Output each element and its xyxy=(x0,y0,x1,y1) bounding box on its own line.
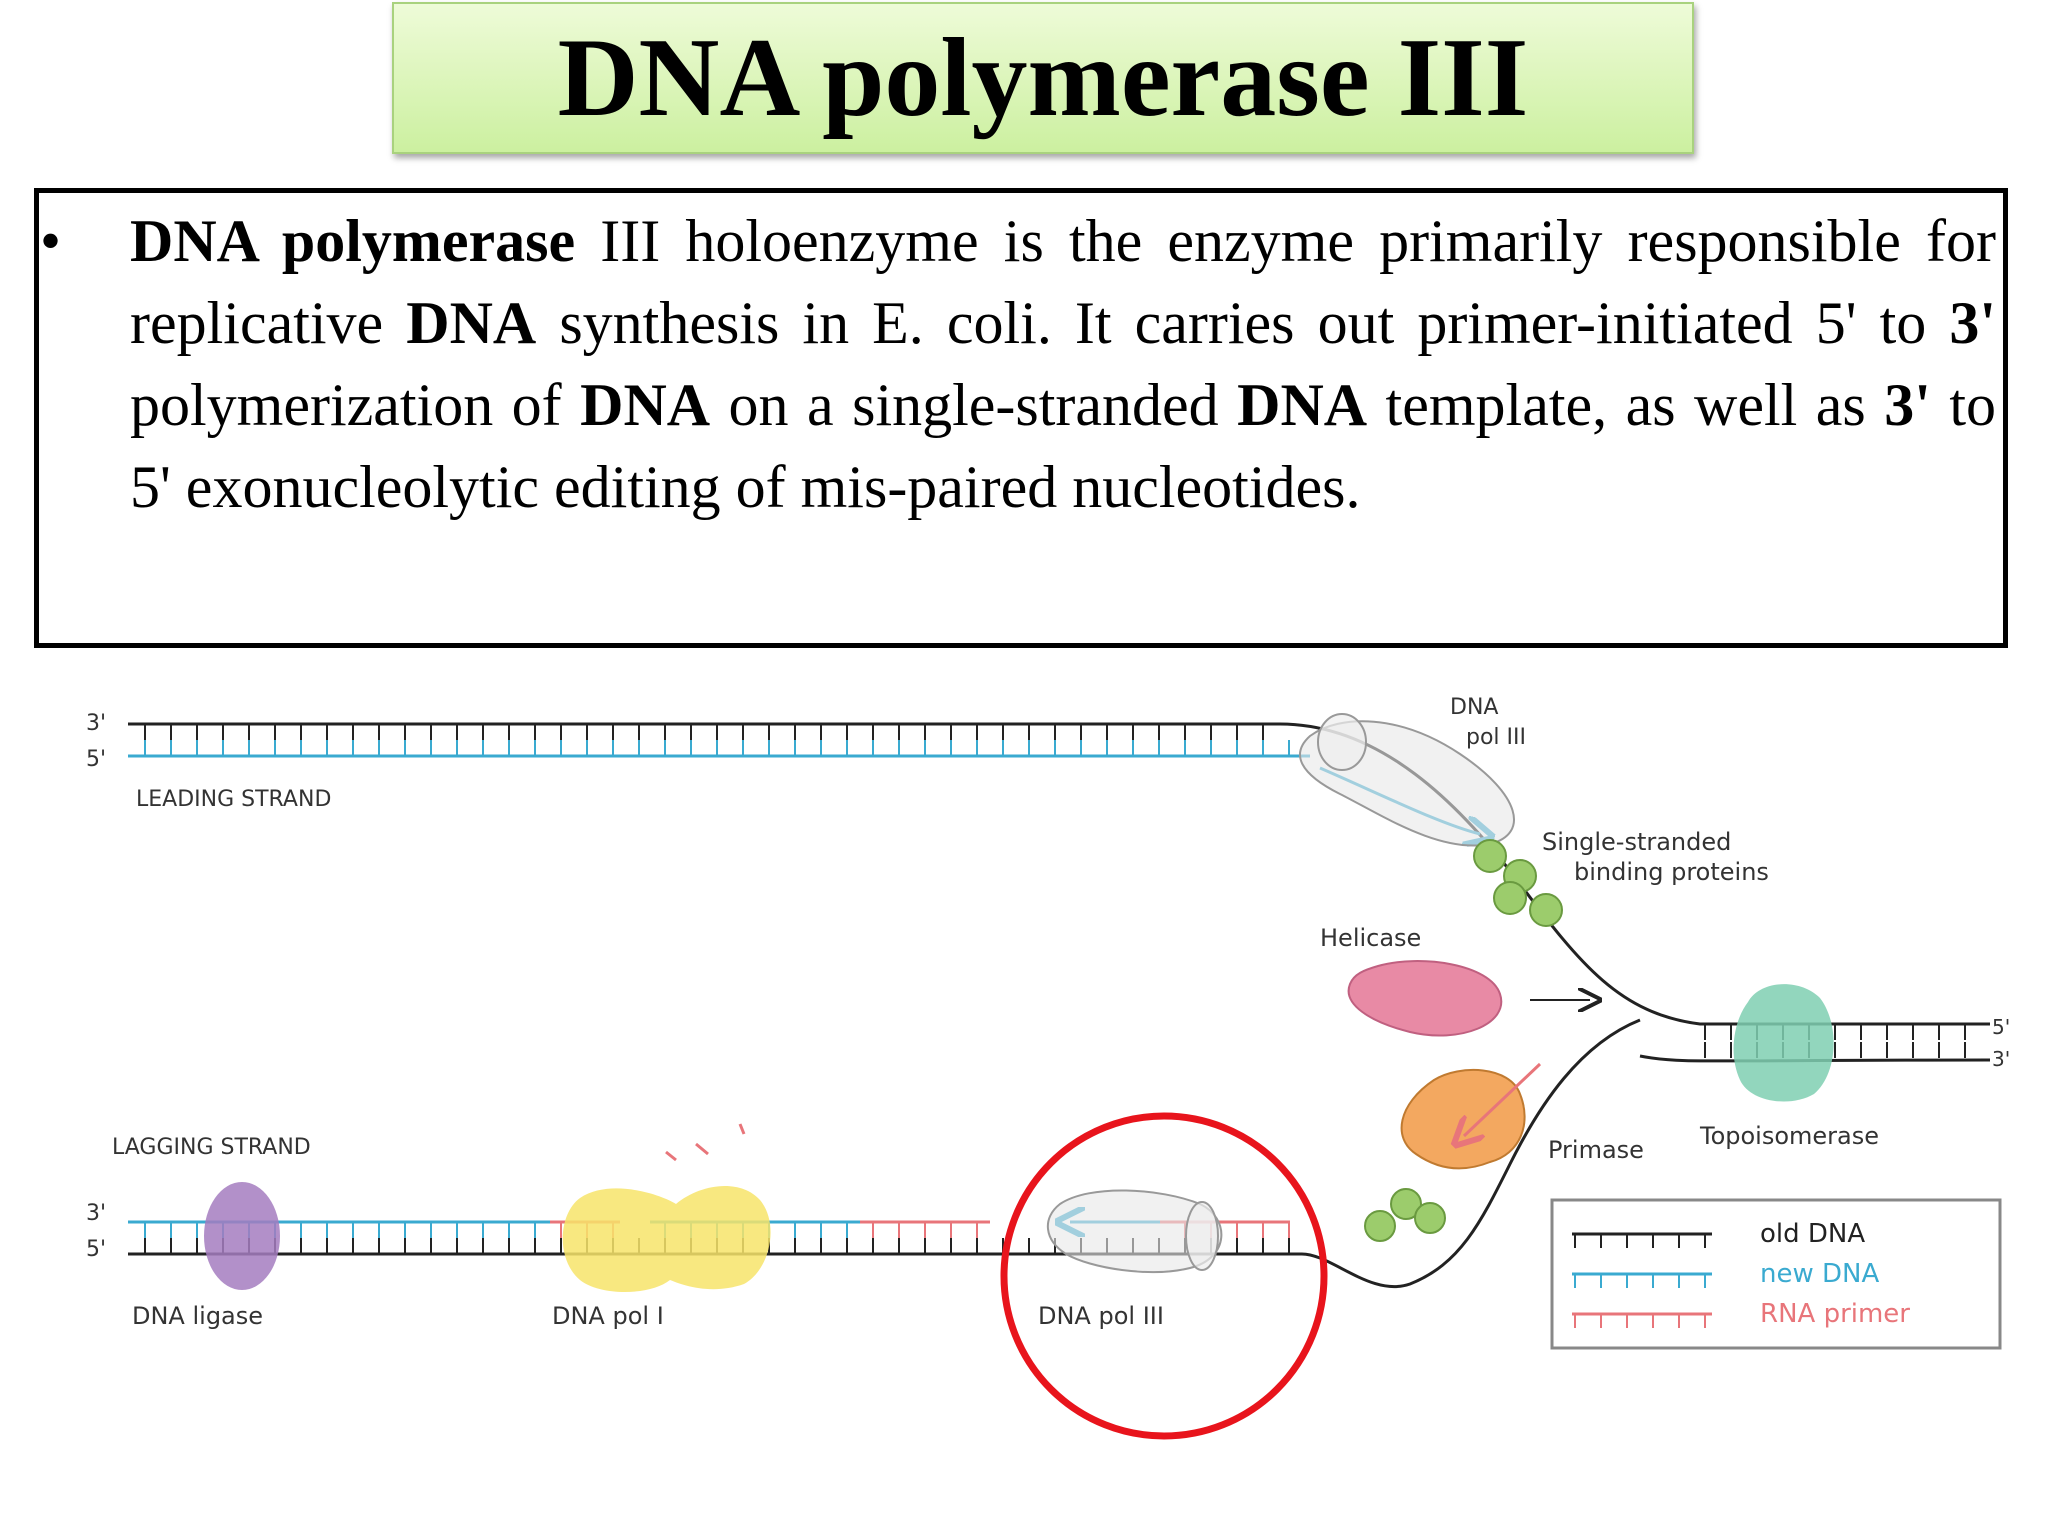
lagging-3prime-label: 3' xyxy=(86,1201,106,1226)
right-3prime-label: 3' xyxy=(1992,1047,2010,1071)
dna-pol3-top: DNA pol III xyxy=(1299,695,1526,847)
bullet-marker: • xyxy=(40,208,62,274)
dna-ligase-label: DNA ligase xyxy=(132,1302,263,1330)
dna-pol1: DNA pol I xyxy=(552,1186,771,1330)
legend-label-new-dna: new DNA xyxy=(1760,1259,1879,1289)
text-segment: 3' xyxy=(1949,290,1997,356)
helicase-label: Helicase xyxy=(1320,924,1421,952)
leading-5prime-label: 5' xyxy=(86,747,106,772)
lagging-strand-label: LAGGING STRAND xyxy=(112,1135,311,1160)
description-paragraph: DNA polymerase III holoenzyme is the enz… xyxy=(130,200,1996,528)
helicase: Helicase xyxy=(1320,924,1590,1037)
replication-fork-diagram: 3' 5' LEADING STRAND DNA pol III Single-… xyxy=(86,695,2010,1440)
legend-item-old-dna: old DNA xyxy=(1572,1219,1865,1249)
highlight-circle xyxy=(1000,1112,1328,1440)
text-segment: on a single-stranded xyxy=(710,372,1238,438)
legend-item-rna-primer: RNA primer xyxy=(1572,1299,1910,1329)
primase: Primase xyxy=(1400,1062,1644,1170)
legend: old DNA new DNA RNA primer xyxy=(1550,1198,2002,1350)
text-segment: polymerization of xyxy=(130,372,581,438)
page-title: DNA polymerase III xyxy=(557,16,1529,140)
ssb-label-line2: binding proteins xyxy=(1574,858,1769,886)
text-frame xyxy=(34,188,2008,648)
ssb-proteins: Single-stranded binding proteins xyxy=(1473,828,1769,927)
text-segment: template, as well as xyxy=(1367,372,1885,438)
lagging-5prime-label: 5' xyxy=(86,1237,106,1262)
legend-label-old-dna: old DNA xyxy=(1760,1219,1865,1249)
primase-label: Primase xyxy=(1548,1136,1644,1164)
text-segment: III holoenzyme is the enzyme primarily r… xyxy=(130,208,1996,356)
dna-pol3-bottom: DNA pol III xyxy=(1038,1189,1223,1330)
dna-pol3-bottom-label: DNA pol III xyxy=(1038,1302,1164,1330)
lagging-template xyxy=(128,1018,1641,1288)
text-segment: DNA xyxy=(1237,372,1368,438)
leading-strand-label: LEADING STRAND xyxy=(136,787,331,812)
dna-pol3-top-label-line1: DNA xyxy=(1450,695,1498,720)
dna-pol1-label: DNA pol I xyxy=(552,1302,664,1330)
ssb-label-line1: Single-stranded xyxy=(1542,828,1731,856)
text-segment: DNA xyxy=(580,372,711,438)
dna-pol3-top-label-line2: pol III xyxy=(1466,725,1526,750)
text-segment: to 5' exonucleolytic editing of mis-pair… xyxy=(130,372,1996,520)
title-banner: DNA polymerase III xyxy=(392,2,1694,154)
dna-ligase: DNA ligase xyxy=(132,1182,280,1330)
text-segment: synthesis in E. coli. It carries out pri… xyxy=(536,290,1950,356)
right-5prime-label: 5' xyxy=(1992,1015,2010,1039)
text-segment: DNA polymerase xyxy=(130,208,576,274)
leading-3prime-label: 3' xyxy=(86,711,106,736)
text-segment: 3' xyxy=(1884,372,1931,438)
topoisomerase: Topoisomerase xyxy=(1699,984,1879,1150)
ssb-lagging xyxy=(1364,1188,1446,1242)
text-segment: DNA xyxy=(406,290,537,356)
topoisomerase-label: Topoisomerase xyxy=(1699,1122,1879,1150)
legend-item-new-dna: new DNA xyxy=(1572,1259,1879,1289)
legend-label-rna-primer: RNA primer xyxy=(1760,1299,1910,1329)
